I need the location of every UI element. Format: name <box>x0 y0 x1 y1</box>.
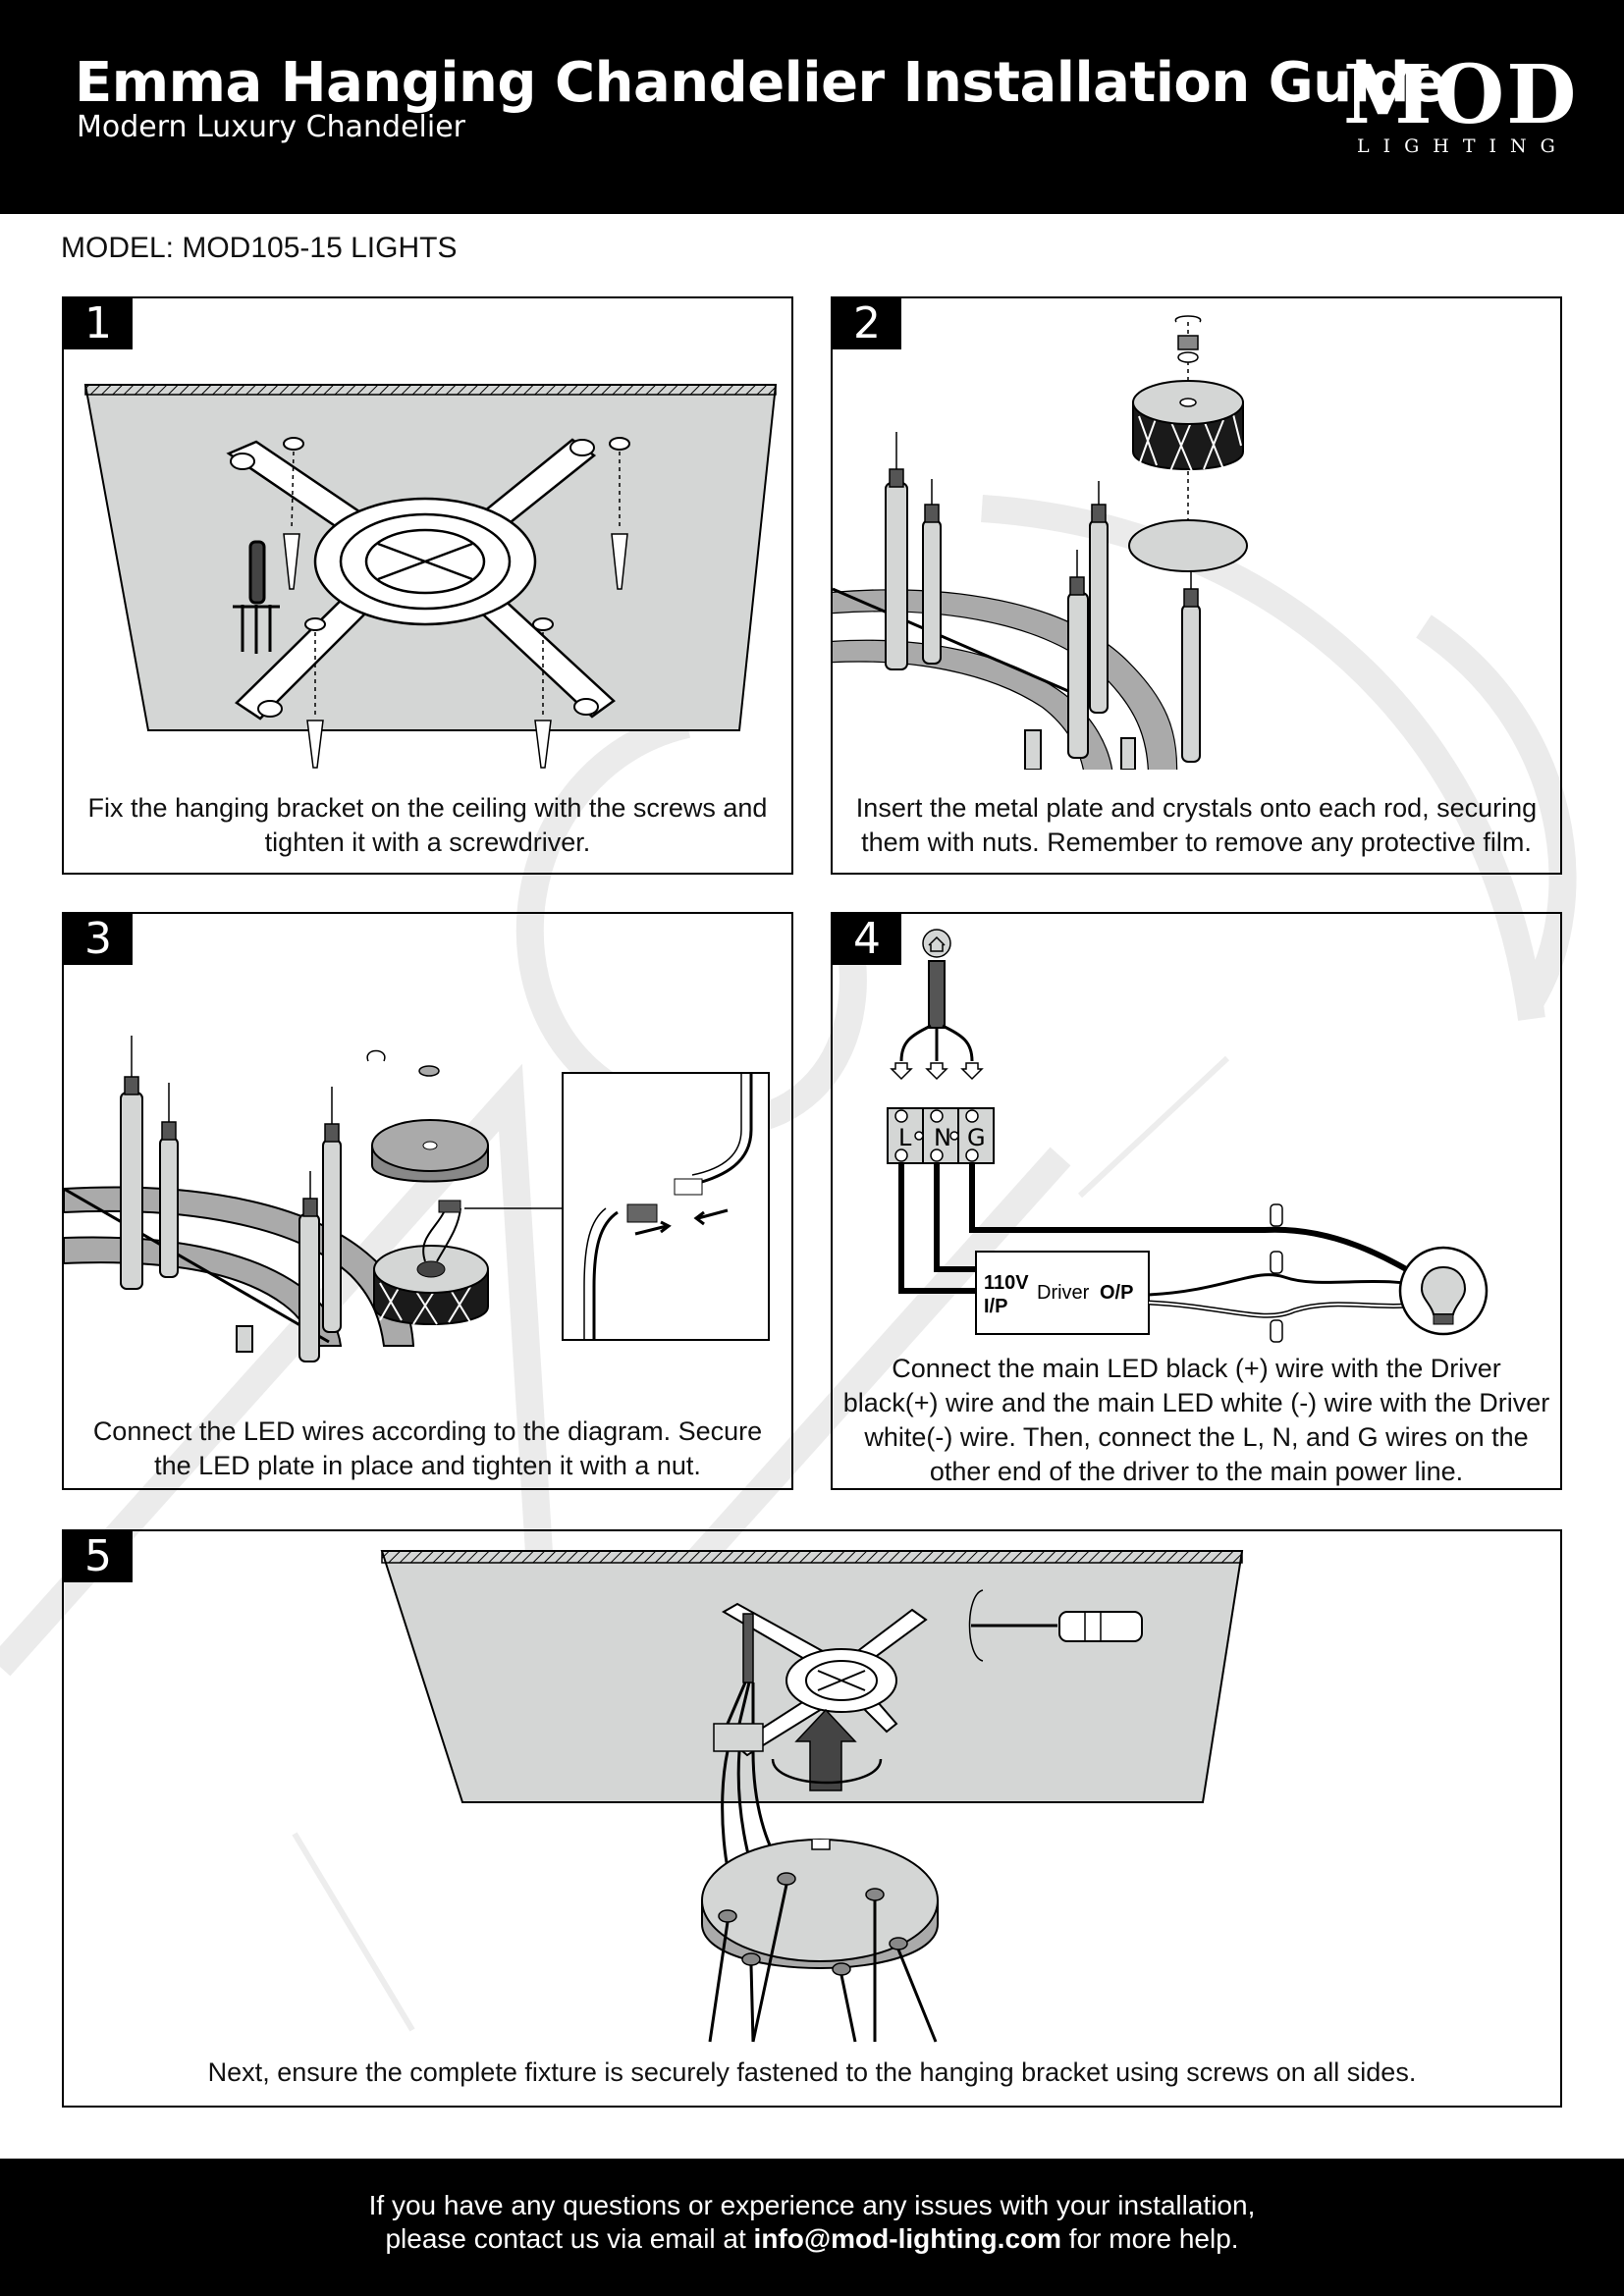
step-3-panel: 3 Connect the LED wires according to the… <box>62 912 793 1490</box>
step-5-number: 5 <box>64 1531 133 1582</box>
step-4-illustration: L N G 110V I/P Driver O/P <box>887 929 1489 1343</box>
step-1-caption: Fix the hanging bracket on the ceiling w… <box>87 793 768 857</box>
step-1-illustration <box>83 384 778 769</box>
header-banner: Emma Hanging Chandelier Installation Gui… <box>0 0 1624 214</box>
step-1-panel: 1 Fix the hanging bracket on the ceiling… <box>62 296 793 875</box>
footer-line-2-suffix: for more help. <box>1061 2223 1239 2254</box>
brand-logo: MOD LIGHTING <box>1343 48 1579 157</box>
logo-subtext: LIGHTING <box>1357 135 1569 157</box>
terminal-n: N <box>934 1124 951 1151</box>
support-email-link[interactable]: info@mod-lighting.com <box>753 2223 1062 2254</box>
step-4-panel: L N G 110V I/P Driver O/P 4 Connect the … <box>831 912 1562 1490</box>
terminal-l: L <box>898 1124 912 1151</box>
step-3-number: 3 <box>64 914 133 965</box>
house-icon <box>922 929 951 958</box>
footer-line-2-prefix: please contact us via email at <box>385 2223 754 2254</box>
footer-banner: If you have any questions or experience … <box>0 2159 1624 2296</box>
page-title: Emma Hanging Chandelier Installation Gui… <box>75 51 1446 115</box>
step-4-number: 4 <box>833 914 901 965</box>
footer-line-1: If you have any questions or experience … <box>368 2190 1256 2220</box>
model-number: MODEL: MOD105-15 LIGHTS <box>61 232 458 264</box>
driver-input-label: 110V <box>984 1272 1029 1294</box>
step-2-panel: 2 Insert the metal plate and crystals on… <box>831 296 1562 875</box>
step-2-number: 2 <box>833 298 901 349</box>
logo-mark: MOD <box>1343 48 1579 142</box>
step-2-caption: Insert the metal plate and crystals onto… <box>855 793 1538 857</box>
footer-line-2: please contact us via email at info@mod-… <box>0 2223 1624 2255</box>
terminal-g: G <box>967 1124 986 1151</box>
step-3-illustration <box>64 1036 770 1362</box>
driver-label: Driver <box>1037 1282 1090 1304</box>
driver-input-sub: I/P <box>984 1296 1007 1317</box>
step-5-caption: Next, ensure the complete fixture is sec… <box>207 2057 1417 2087</box>
step-5-panel: 5 Next, ensure the complete fixture is s… <box>62 1529 1562 2108</box>
step-1-number: 1 <box>64 298 133 349</box>
page-subtitle: Modern Luxury Chandelier <box>77 110 466 144</box>
driver-output-label: O/P <box>1100 1282 1133 1304</box>
step-3-caption: Connect the LED wires according to the d… <box>92 1416 763 1480</box>
step-2-illustration <box>833 315 1248 770</box>
step-4-caption: Connect the main LED black (+) wire with… <box>842 1354 1550 1486</box>
step-5-illustration <box>380 1550 1244 2043</box>
